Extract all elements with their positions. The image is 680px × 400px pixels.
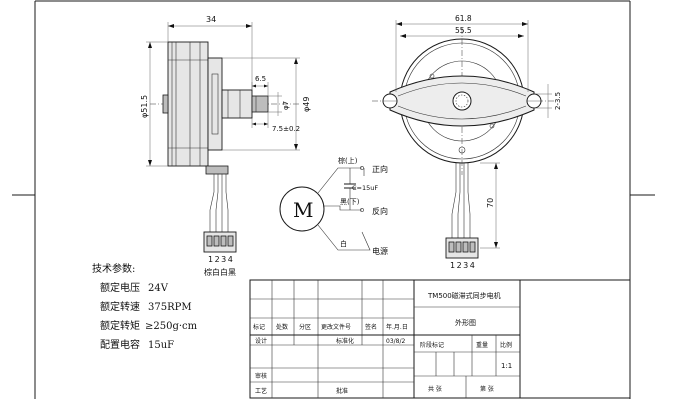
tb-drawing-name: 外形图 xyxy=(455,318,476,327)
spec-label-speed: 额定转速 xyxy=(100,300,140,313)
spec-value-capacitor: 15uF xyxy=(148,340,174,351)
spec-label-torque: 额定转矩 xyxy=(100,319,140,332)
dim-side-width: 34 xyxy=(206,15,216,24)
lead-white-label: 白 xyxy=(340,239,347,248)
tb-rev-date: 年.月.日 xyxy=(386,323,408,331)
title-block: 标记 处数 分区 更改文件号 签名 年.月.日 设计 标准化 03/8/2 审核… xyxy=(249,279,631,399)
spec-value-voltage: 24V xyxy=(148,283,169,294)
tb-rev-zone: 分区 xyxy=(299,323,311,331)
dim-side-height: φ51.5 xyxy=(140,95,149,118)
lead-black-label: 黑(下) xyxy=(340,198,360,206)
forward-label: 正向 xyxy=(372,164,388,174)
dim-shaft-length: 7.5±0.2 xyxy=(272,125,300,133)
tb-design-date: 03/8/2 xyxy=(386,338,405,345)
motor-symbol xyxy=(279,186,325,232)
power-label: 电源 xyxy=(372,246,388,256)
tb-rev-mark: 标记 xyxy=(253,323,265,331)
wiring-schematic: M 棕(上) C=15uF 黑(下) 白 正向 反向 电源 xyxy=(279,156,388,256)
tb-design: 设计 xyxy=(255,337,267,345)
spec-label-capacitor: 配置电容 xyxy=(100,338,140,351)
tb-product-name: TM500磁滞式同步电机 xyxy=(427,291,501,300)
dim-shaft-offset: 6.5 xyxy=(255,75,266,83)
dim-front-hole-spacing: 55.5 xyxy=(455,26,472,35)
tb-stage-mark: 阶段标记 xyxy=(420,341,444,349)
tb-scale: 比例 xyxy=(500,341,512,349)
tb-sheet-no: 第 张 xyxy=(480,385,494,393)
side-wire-colors: 棕白白黑 xyxy=(204,267,236,277)
tb-rev-count: 处数 xyxy=(276,323,288,331)
tb-total-sheets: 共 张 xyxy=(428,385,442,393)
tb-weight: 重量 xyxy=(476,341,488,349)
motor-letter: M xyxy=(293,198,313,222)
dim-hole-dia: 2-3.5 xyxy=(554,92,562,110)
reverse-label: 反向 xyxy=(372,206,388,216)
spec-title: 技术参数: xyxy=(92,262,135,275)
tb-process: 工艺 xyxy=(255,387,267,395)
tb-scale-value: 1:1 xyxy=(501,362,512,370)
side-view: 1234 棕白白黑 34 φ51.5 6.5 φ7 7.5±0 xyxy=(140,15,311,277)
spec-value-speed: 375RPM xyxy=(148,302,192,313)
spec-table: 技术参数: 额定电压 24V 额定转速 375RPM 额定转矩 ≥250g·cm… xyxy=(92,262,198,351)
dim-lead-length: 70 xyxy=(486,198,495,208)
dim-flange-dia: φ49 xyxy=(302,97,311,112)
dim-shaft-dia: φ7 xyxy=(282,101,290,110)
dim-front-overall: 61.8 xyxy=(455,14,472,23)
spec-value-torque: ≥250g·cm xyxy=(145,321,198,332)
capacitor-label: C=15uF xyxy=(352,184,378,192)
tb-approve: 批准 xyxy=(336,387,348,395)
tb-rev-sign: 签名 xyxy=(365,323,377,331)
front-connector-pin-numbers: 1234 xyxy=(450,261,476,270)
side-connector-pin-numbers: 1234 xyxy=(208,255,234,264)
lead-brown-label: 棕(上) xyxy=(338,156,358,165)
spec-label-voltage: 额定电压 xyxy=(100,281,140,294)
tb-standardize: 标准化 xyxy=(336,337,354,345)
front-view: 1234 61.8 55.5 2-3.5 70 xyxy=(372,14,562,270)
tb-rev-doc: 更改文件号 xyxy=(321,323,351,331)
tb-review: 审核 xyxy=(255,372,267,380)
